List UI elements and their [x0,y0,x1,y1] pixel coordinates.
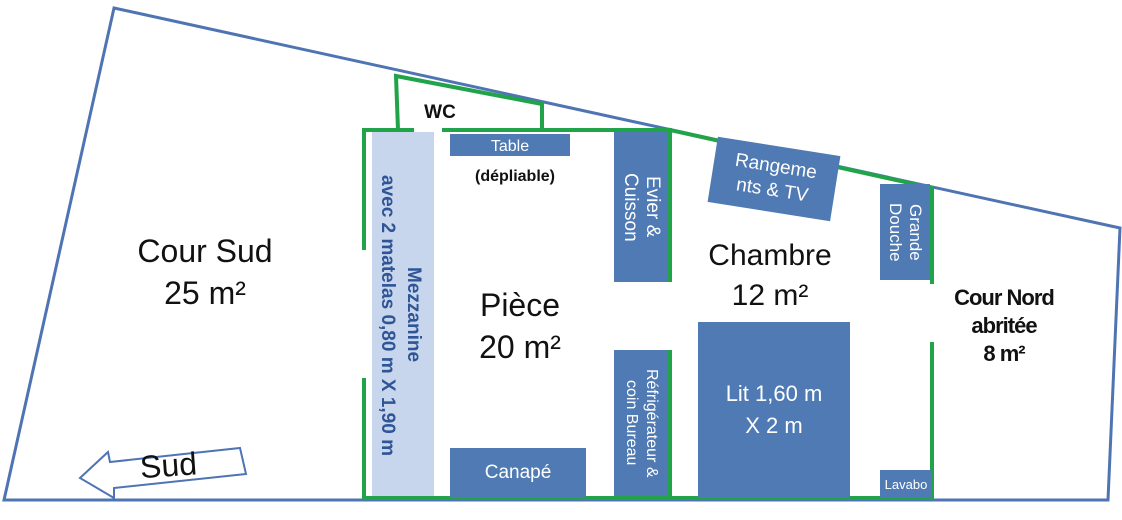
compass-label: Sud [139,445,198,485]
arrow-left-icon [78,446,248,500]
wc-label: WC [424,102,456,123]
piece-label: Pièce 20 m² [479,287,561,365]
cour-sud-label: Cour Sud 25 m² [137,233,273,311]
refrigerateur-bureau: Réfrigérateur & coin Bureau [614,350,668,496]
chambre-label: Chambre 12 m² [708,239,832,312]
cour-nord-label: Cour Nord abritée 8 m² [954,285,1055,366]
mezzanine-strip [372,132,434,498]
table: Table [450,134,570,156]
lit: Lit 1,60 m X 2 m [698,322,850,498]
grande-douche: Grande Douche [880,184,930,280]
table-note: (dépliable) [474,168,555,185]
canape: Canapé [450,448,586,498]
lavabo: Lavabo [880,470,932,498]
mezzanine-label: Mezzanine avec 2 matelas 0,80 m X 1,90 m [377,174,424,456]
evier-cuisson: Evier & Cuisson [614,132,668,282]
